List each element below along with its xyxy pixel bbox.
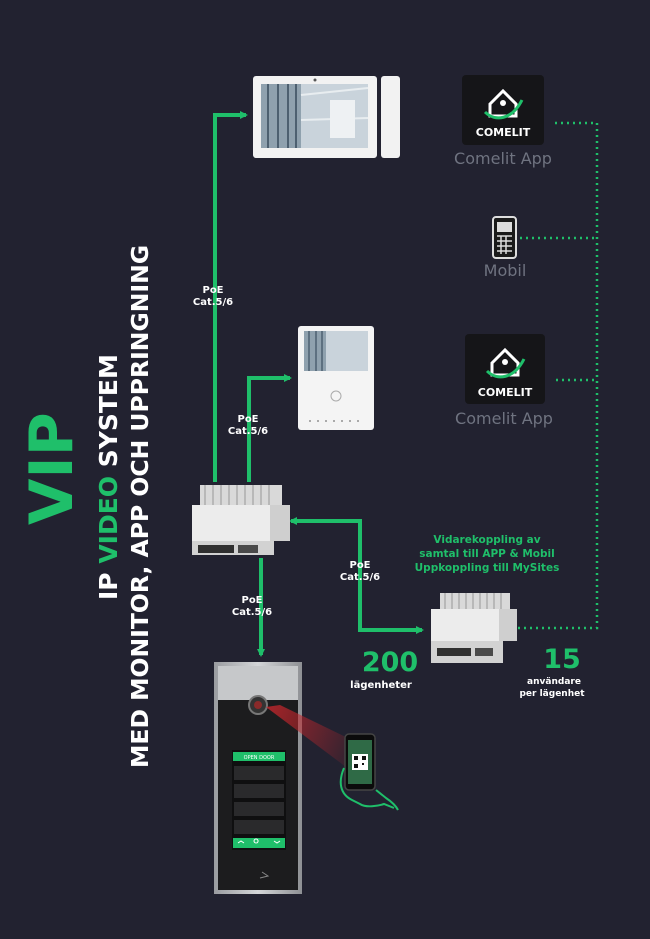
label-cat-1: Cat.5/6 [193, 297, 233, 308]
scanner-beam [266, 705, 356, 770]
app-brand-2: COMELIT [478, 386, 533, 399]
label-cat-2: Cat.5/6 [228, 426, 268, 437]
forwarding-line2: samtal till APP & Mobil [419, 548, 554, 560]
title-line1-suffix: SYSTEM [94, 354, 123, 476]
title-line1-prefix: IP [94, 564, 123, 600]
wireless-links [518, 121, 599, 630]
label-poe-3: PoE [241, 595, 262, 606]
users-label-2: per lägenhet [519, 689, 585, 699]
forwarding-text: Vidarekoppling av samtal till APP & Mobi… [415, 534, 560, 574]
app-label-1: Comelit App [454, 149, 552, 168]
title-line1-highlight: VIDEO [94, 476, 123, 564]
label-cat-4: Cat.5/6 [340, 572, 380, 583]
title-line2: MED MONITOR, APP OCH UPPRINGNING [126, 245, 154, 768]
house-app-icon [483, 88, 524, 120]
door-panel-header: OPEN DOOR [244, 755, 275, 761]
forwarding-unit [431, 593, 517, 663]
small-monitor [298, 326, 374, 430]
forwarding-line1: Vidarekoppling av [433, 534, 540, 546]
cabling [213, 111, 424, 657]
door-panel: OPEN DOOR [214, 662, 302, 894]
hand-icon [339, 767, 399, 811]
users-label-1: användare [527, 677, 581, 687]
cable-labels: PoE Cat.5/6 PoE Cat.5/6 PoE Cat.5/6 PoE … [193, 285, 380, 618]
label-cat-3: Cat.5/6 [232, 607, 272, 618]
house-app-icon [485, 347, 526, 379]
title-block: VIP IP VIDEO SYSTEM MED MONITOR, APP OCH… [17, 245, 154, 768]
cable-to-large-monitor [213, 111, 248, 482]
link-app-1 [518, 121, 599, 630]
users-value: 15 [543, 644, 581, 675]
title-line1: IP VIDEO SYSTEM [94, 354, 123, 600]
controller-unit [192, 485, 290, 555]
label-poe-2: PoE [237, 414, 258, 425]
forwarding-line3: Uppkoppling till MySites [415, 562, 560, 574]
large-monitor [253, 76, 400, 158]
smartphone-qr-icon [344, 733, 376, 791]
app-label-2: Comelit App [455, 409, 553, 428]
label-poe-4: PoE [349, 560, 370, 571]
app-tile-2: COMELIT [465, 334, 545, 404]
cable-to-small-monitor [247, 374, 292, 482]
mobile-phone-icon [492, 216, 517, 259]
apartments-label: lägenheter [350, 680, 412, 691]
app-brand-1: COMELIT [476, 126, 531, 139]
app-tile-1: COMELIT [462, 75, 544, 145]
mobile-label: Mobil [484, 261, 527, 280]
apartments-value: 200 [362, 647, 418, 678]
title-vip: VIP [17, 412, 87, 525]
label-poe-1: PoE [202, 285, 223, 296]
